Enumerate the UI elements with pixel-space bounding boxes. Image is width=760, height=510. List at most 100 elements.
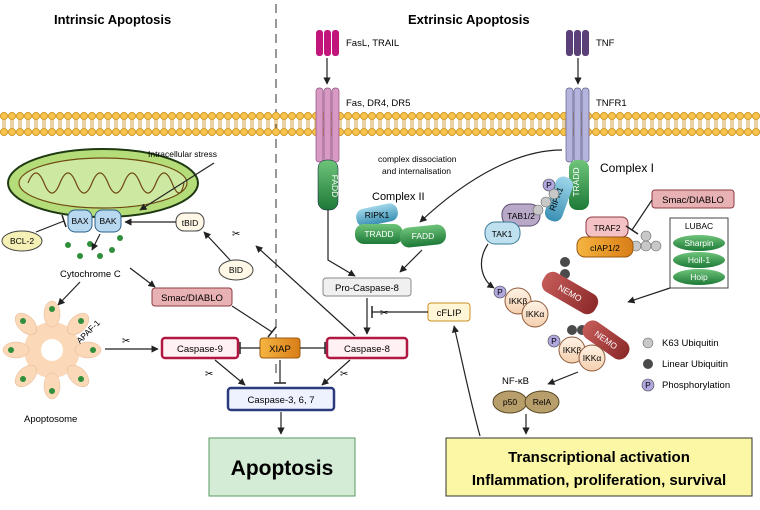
svg-text:Caspase-8: Caspase-8	[344, 344, 390, 355]
svg-text:Sharpin: Sharpin	[684, 238, 714, 248]
legend-phos: Phosphorylation	[662, 380, 730, 391]
apoptosome-label: Apoptosome	[24, 414, 77, 425]
tnf-ligand	[566, 30, 589, 56]
lubac-label: LUBAC	[685, 221, 713, 231]
fadd-complex-ii	[399, 224, 447, 248]
fasl-trail-ligand	[316, 30, 339, 56]
arrow-bid-tbid	[203, 231, 231, 261]
arrow-complexii-procasp8	[399, 249, 423, 273]
legend-k63-icon	[642, 337, 654, 349]
cytochrome-c-dots	[65, 235, 123, 259]
svg-text:RelA: RelA	[533, 397, 552, 407]
plasma-membrane	[0, 112, 760, 136]
phospho-ripk1	[542, 178, 556, 192]
tradd-complex-i	[569, 160, 589, 210]
legend-k63: K63 Ubiquitin	[662, 338, 719, 349]
svg-text:P: P	[546, 180, 552, 190]
svg-text:FADD: FADD	[412, 231, 435, 241]
scissors-icon-bid: ✂	[232, 229, 240, 240]
ripk1-complex-i	[544, 176, 574, 222]
arrow-tx-cflip	[451, 325, 481, 437]
svg-text:P: P	[497, 287, 503, 297]
hoip	[673, 269, 725, 285]
tnfr1-receptor	[565, 87, 590, 163]
bid	[218, 259, 254, 281]
complex-dissociation-label: complex dissociation	[378, 154, 457, 164]
svg-text:BAX: BAX	[71, 216, 88, 226]
tx-line1: Transcriptional activation	[508, 449, 690, 466]
tradd-complex-ii	[355, 224, 403, 244]
svg-text:Hoip: Hoip	[690, 272, 708, 282]
ikka-upper	[521, 300, 549, 328]
svg-text:TAK1: TAK1	[492, 229, 513, 239]
svg-text:FADD: FADD	[330, 175, 340, 198]
arrow-bax-cytc	[91, 233, 101, 251]
apoptosis-box	[208, 437, 356, 497]
svg-text:Caspase-9: Caspase-9	[177, 344, 223, 355]
svg-text:p50: p50	[503, 397, 517, 407]
nemo-lower	[582, 320, 630, 360]
arrow-casp8-casp3	[321, 359, 351, 386]
svg-text:TRAF2: TRAF2	[594, 223, 621, 233]
tak1	[484, 221, 521, 245]
svg-text:TRADD: TRADD	[571, 167, 581, 196]
scissors-icon-apoptosome: ✂	[122, 336, 130, 347]
apoptosome	[2, 300, 102, 400]
legend-phos-icon	[641, 378, 655, 392]
svg-text:tBID: tBID	[182, 218, 199, 228]
svg-text:RIPK1: RIPK1	[365, 210, 390, 220]
complex-i-label: Complex I	[600, 161, 654, 175]
svg-text:BID: BID	[229, 265, 243, 275]
sharpin	[673, 235, 725, 251]
arrow-stress	[139, 162, 215, 211]
apoptosis-label: Apoptosis	[231, 457, 334, 480]
smac-diablo-intrinsic	[151, 287, 233, 307]
mitochondrion	[7, 148, 199, 218]
nemo-upper	[541, 271, 599, 315]
k63-ubiquitin-chain	[532, 188, 662, 252]
tnfr1-label: TNFR1	[596, 98, 627, 109]
inhibit-smac-ciap	[631, 199, 653, 231]
svg-text:IKKβ: IKKβ	[509, 296, 528, 306]
svg-text:Smac/DIABLO: Smac/DIABLO	[662, 195, 724, 206]
bax	[67, 209, 93, 233]
arrow-fadd-procasp8	[327, 210, 356, 277]
pro-caspase8	[322, 277, 412, 297]
tab12	[501, 203, 541, 227]
svg-text:IKKα: IKKα	[583, 353, 602, 363]
complex-ii-label: Complex II	[372, 191, 425, 203]
caspase8	[325, 336, 409, 360]
ciap12	[576, 236, 634, 258]
cytochrome-c-label: Cytochrome C	[60, 269, 121, 280]
svg-text:cFLIP: cFLIP	[437, 308, 462, 319]
arrow-casp9-casp3	[214, 359, 246, 386]
svg-text:TAB1/2: TAB1/2	[507, 211, 535, 221]
fas-dr-label: Fas, DR4, DR5	[346, 98, 410, 109]
hoil1	[673, 252, 725, 268]
arrow-cytc-apoptosome	[57, 281, 81, 306]
svg-text:cIAP1/2: cIAP1/2	[590, 243, 620, 253]
phospho-ikk-lower	[547, 334, 561, 348]
bcl2	[1, 230, 43, 252]
tx-line2: Inflammation, proliferation, survival	[472, 472, 726, 489]
phospho-ikk-upper	[493, 285, 507, 299]
title-extrinsic: Extrinsic Apoptosis	[408, 12, 530, 27]
svg-text:IKKα: IKKα	[526, 309, 545, 319]
smac-diablo-extrinsic	[651, 189, 735, 209]
internalisation-label: and internalisation	[382, 166, 451, 176]
svg-text:TRADD: TRADD	[364, 229, 393, 239]
transcription-box	[445, 437, 753, 497]
svg-text:IKKβ: IKKβ	[563, 345, 582, 355]
svg-text:Pro-Caspase-8: Pro-Caspase-8	[335, 283, 399, 294]
inhibit-bcl2	[35, 220, 65, 233]
fas-receptor	[315, 87, 340, 163]
scissors-icon-casp9: ✂	[205, 369, 213, 380]
ikka-lower	[578, 344, 606, 372]
title-intrinsic: Intrinsic Apoptosis	[54, 12, 171, 27]
arrow-casp8-bid	[255, 245, 356, 337]
arrow-ikk-nfkb	[547, 371, 579, 385]
bak	[94, 209, 122, 233]
svg-text:P: P	[551, 336, 557, 346]
legend-linear-icon	[643, 359, 653, 369]
